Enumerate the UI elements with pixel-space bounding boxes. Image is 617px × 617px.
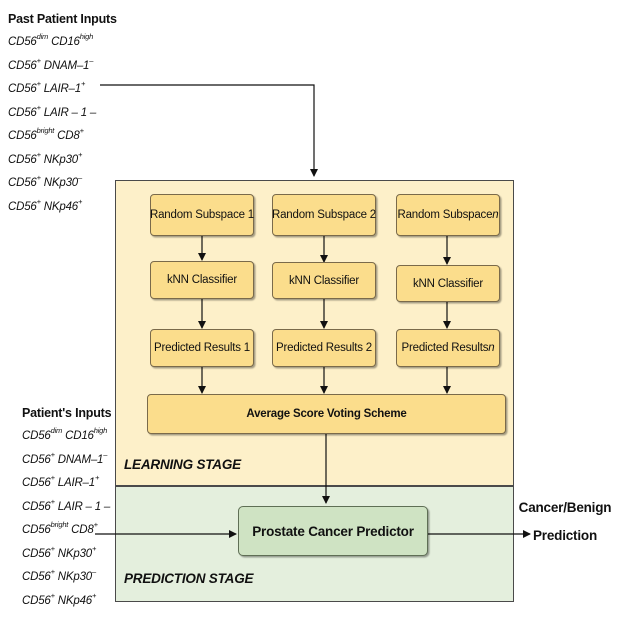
knn-classifier-n-box: kNN Classifier <box>396 265 500 302</box>
marker-sup2: + <box>94 473 100 482</box>
marker-base: CD56 <box>22 453 51 466</box>
marker-mid: LAIR – 1 – <box>54 500 111 513</box>
marker-row: CD56+ NKp30+ <box>22 543 97 560</box>
marker-mid: LAIR–1 <box>54 476 95 489</box>
knn-classifier-1-box: kNN Classifier <box>150 261 254 299</box>
marker-sup2: – <box>91 567 96 576</box>
marker-row: CD56+ NKp46+ <box>22 590 97 607</box>
random-subspace-1-box: Random Subspace 1 <box>150 194 254 236</box>
marker-row: CD56+ NKp30– <box>8 173 82 189</box>
marker-mid: LAIR – 1 – <box>40 106 97 119</box>
marker-row: CD56+ LAIR–1+ <box>8 79 86 95</box>
marker-sup: + <box>50 543 55 553</box>
marker-sup2: – <box>77 173 82 182</box>
marker-base: CD56 <box>8 129 37 142</box>
marker-mid: NKp30 <box>40 153 78 166</box>
marker-sup: + <box>50 473 55 482</box>
marker-mid: NKp30 <box>54 547 92 560</box>
marker-base: CD56 <box>22 547 51 560</box>
marker-base: CD56 <box>8 200 37 213</box>
marker-sup: bright <box>36 126 55 135</box>
marker-sup2: + <box>91 590 97 600</box>
marker-row: CD56+ DNAM–1– <box>8 55 94 72</box>
marker-row: CD56+ NKp30+ <box>8 149 83 166</box>
marker-mid: DNAM–1 <box>40 59 90 72</box>
marker-sup: + <box>36 55 41 65</box>
marker-sup: dim <box>36 32 49 41</box>
marker-base: CD56 <box>22 429 51 442</box>
marker-mid: NKp46 <box>40 200 78 213</box>
marker-row: CD56+ LAIR – 1 – <box>22 496 111 513</box>
marker-sup: + <box>50 590 55 600</box>
arrow-past-inputs-to-learning <box>100 84 318 177</box>
marker-mid: CD8 <box>54 129 80 142</box>
patient-inputs-title: Patient's Inputs <box>22 406 112 420</box>
learning-stage-label: LEARNING STAGE <box>124 457 241 472</box>
predicted-results-n-box: Predicted Results n <box>396 329 500 367</box>
random-subspace-2-box: Random Subspace 2 <box>272 194 376 236</box>
marker-base: CD56 <box>22 523 51 536</box>
predicted-results-1-box: Predicted Results 1 <box>150 329 254 367</box>
past-inputs-title: Past Patient Inputs <box>8 12 117 26</box>
random-subspace-n-box: Random Subspace n <box>396 194 500 236</box>
marker-sup2: high <box>79 32 94 41</box>
marker-mid: NKp30 <box>54 570 92 583</box>
marker-base: CD56 <box>8 106 37 119</box>
marker-sup2: + <box>91 543 97 553</box>
marker-mid: NKp30 <box>40 176 78 189</box>
marker-base: CD56 <box>22 570 51 583</box>
marker-base: CD56 <box>22 500 51 513</box>
marker-base: CD56 <box>22 476 51 489</box>
marker-base: CD56 <box>8 59 37 72</box>
marker-base: CD56 <box>8 35 37 48</box>
marker-base: CD56 <box>8 82 37 95</box>
marker-sup: + <box>36 79 41 88</box>
marker-base: CD56 <box>22 594 51 607</box>
predicted-results-2-box: Predicted Results 2 <box>272 329 376 367</box>
marker-sup2: + <box>77 196 83 206</box>
marker-mid: NKp46 <box>54 594 92 607</box>
marker-row: CD56dim CD16high <box>8 32 94 48</box>
marker-row: CD56bright CD8+ <box>22 520 98 536</box>
marker-sup: + <box>50 449 55 459</box>
prediction-stage-label: PREDICTION STAGE <box>124 571 254 586</box>
marker-sup: + <box>36 173 41 182</box>
marker-sup: + <box>50 496 55 506</box>
marker-row: CD56bright CD8+ <box>8 126 84 142</box>
marker-sup2: high <box>93 426 108 435</box>
marker-base: CD56 <box>8 176 37 189</box>
marker-row: CD56+ LAIR – 1 – <box>8 102 97 119</box>
marker-row: CD56+ LAIR–1+ <box>22 473 100 489</box>
marker-sup2: + <box>93 520 98 529</box>
marker-row: CD56+ NKp30– <box>22 567 96 583</box>
marker-sup2: + <box>77 149 83 159</box>
marker-sup2: + <box>80 79 86 88</box>
marker-base: CD56 <box>8 153 37 166</box>
knn-classifier-2-box: kNN Classifier <box>272 262 376 299</box>
marker-row: CD56+ DNAM–1– <box>22 449 108 466</box>
marker-sup: + <box>36 196 41 206</box>
marker-sup2: – <box>89 55 94 65</box>
marker-sup: + <box>36 102 41 112</box>
marker-mid: CD8 <box>68 523 94 536</box>
marker-sup: + <box>36 149 41 159</box>
marker-mid: CD16 <box>48 35 80 48</box>
output-label-line1: Cancer/Benign <box>518 500 612 515</box>
marker-sup: bright <box>50 520 69 529</box>
marker-row: CD56dim CD16high <box>22 426 108 442</box>
marker-row: CD56+ NKp46+ <box>8 196 83 213</box>
prostate-cancer-predictor-box: Prostate Cancer Predictor <box>238 506 428 556</box>
marker-mid: CD16 <box>62 429 94 442</box>
marker-sup: dim <box>50 426 63 435</box>
marker-sup: + <box>50 567 55 576</box>
marker-sup2: – <box>103 449 108 459</box>
average-score-voting-box: Average Score Voting Scheme <box>147 394 506 434</box>
marker-mid: DNAM–1 <box>54 453 104 466</box>
marker-mid: LAIR–1 <box>40 82 81 95</box>
output-label-line2: Prediction <box>532 528 597 543</box>
marker-sup2: + <box>79 126 84 135</box>
